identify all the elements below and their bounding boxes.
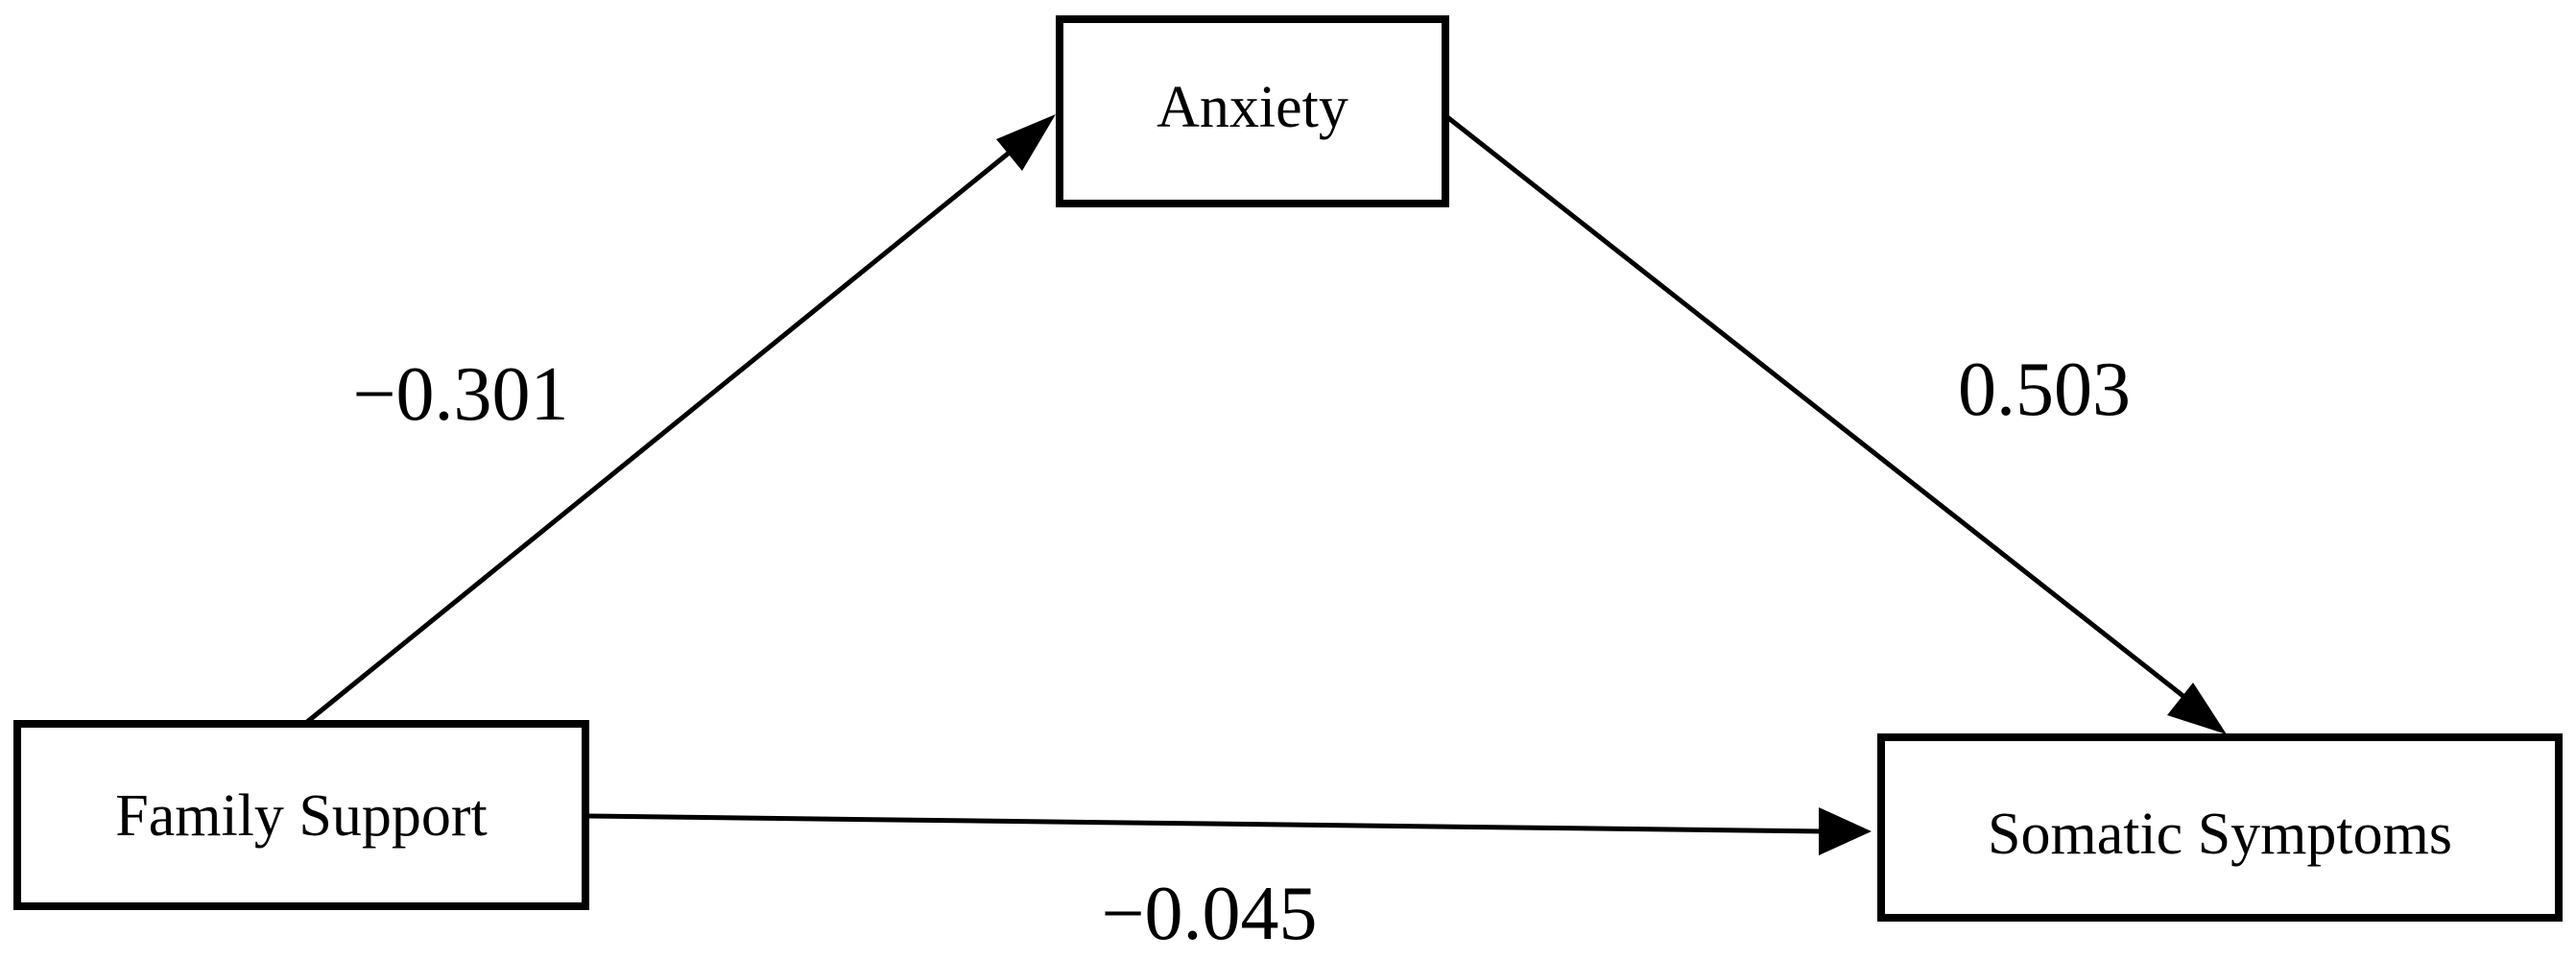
node-anxiety: Anxiety [1056, 15, 1449, 207]
coefficient-family-to-anxiety: −0.301 [352, 352, 568, 437]
node-anxiety-label: Anxiety [1157, 75, 1348, 140]
node-somatic-symptoms: Somatic Symptoms [1877, 733, 2563, 922]
edge-family-to-somatic [586, 807, 1872, 855]
node-family-support-label: Family Support [115, 783, 488, 849]
coefficient-family-to-somatic: −0.045 [1101, 872, 1317, 956]
arrowhead-anxiety [996, 114, 1056, 171]
edge-family-to-anxiety [305, 114, 1056, 724]
coefficient-anxiety-to-somatic: 0.503 [1958, 348, 2131, 432]
node-somatic-symptoms-label: Somatic Symptoms [1988, 802, 2452, 867]
node-family-support: Family Support [13, 720, 589, 910]
edge-anxiety-to-somatic [1445, 115, 2227, 734]
arrowhead-somatic-from-family [1819, 807, 1872, 855]
arrowhead-somatic-from-anxiety [2167, 683, 2227, 734]
